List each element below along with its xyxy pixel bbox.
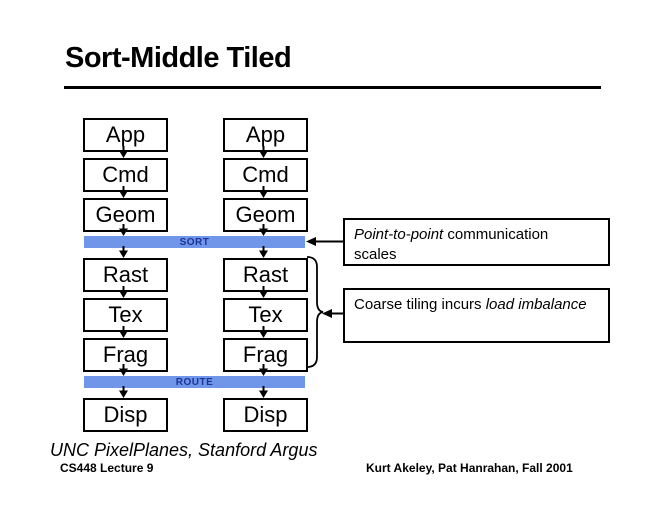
annotation-italic-text: Point-to-point xyxy=(354,226,444,243)
arrow-down-icon xyxy=(119,386,128,398)
arrow-down-icon xyxy=(119,326,128,338)
pipeline-box-geom-col2: Geom xyxy=(223,198,308,232)
arrow-down-icon xyxy=(259,286,268,298)
arrow-down-icon xyxy=(259,146,268,158)
arrow-down-icon xyxy=(259,224,268,236)
title-underline xyxy=(64,86,601,89)
arrow-down-icon xyxy=(259,326,268,338)
arrow-left-icon xyxy=(322,309,343,318)
arrow-down-icon xyxy=(259,186,268,198)
route-bar: ROUTE xyxy=(84,376,305,388)
annotation-point-to-point: Point-to-point communication scales xyxy=(343,218,610,266)
pipeline-box-disp-col2: Disp xyxy=(223,398,308,432)
pipeline-box-tex-col1: Tex xyxy=(83,298,168,332)
pipeline-box-rast-col2: Rast xyxy=(223,258,308,292)
arrow-down-icon xyxy=(259,386,268,398)
pipeline-box-geom-col1: Geom xyxy=(83,198,168,232)
annotation-regular-text: Coarse tiling incurs xyxy=(354,296,486,313)
footer-course-label: CS448 Lecture 9 xyxy=(60,461,154,475)
arrow-down-icon xyxy=(259,246,268,258)
pipeline-box-app-col2: App xyxy=(223,118,308,152)
arrow-down-icon xyxy=(119,146,128,158)
arrow-down-icon xyxy=(119,364,128,376)
pipeline-box-frag-col2: Frag xyxy=(223,338,308,372)
annotation-italic-text: load imbalance xyxy=(485,296,587,313)
arrow-down-icon xyxy=(119,286,128,298)
pipeline-box-disp-col1: Disp xyxy=(83,398,168,432)
arrow-down-icon xyxy=(259,364,268,376)
annotation-regular-text: communication scales xyxy=(354,226,549,263)
sort-bar-label: SORT xyxy=(179,236,210,248)
curly-brace-icon xyxy=(306,256,324,368)
annotation-load-imbalance: Coarse tiling incurs load imbalance xyxy=(343,288,610,343)
annotation-point-to-point-text: Point-to-point communication scales xyxy=(354,225,589,265)
slide-title: Sort-Middle Tiled xyxy=(65,42,292,74)
pipeline-box-frag-col1: Frag xyxy=(83,338,168,372)
arrow-left-icon xyxy=(306,237,343,246)
arrow-down-icon xyxy=(119,246,128,258)
route-bar-label: ROUTE xyxy=(175,376,214,388)
pipeline-box-app-col1: App xyxy=(83,118,168,152)
sort-bar: SORT xyxy=(84,236,305,248)
arrow-down-icon xyxy=(119,186,128,198)
arrow-down-icon xyxy=(119,224,128,236)
footer-credits: Kurt Akeley, Pat Hanrahan, Fall 2001 xyxy=(366,461,573,475)
footer-systems-note: UNC PixelPlanes, Stanford Argus xyxy=(50,440,318,460)
annotation-load-imbalance-text: Coarse tiling incurs load imbalance xyxy=(354,295,589,315)
